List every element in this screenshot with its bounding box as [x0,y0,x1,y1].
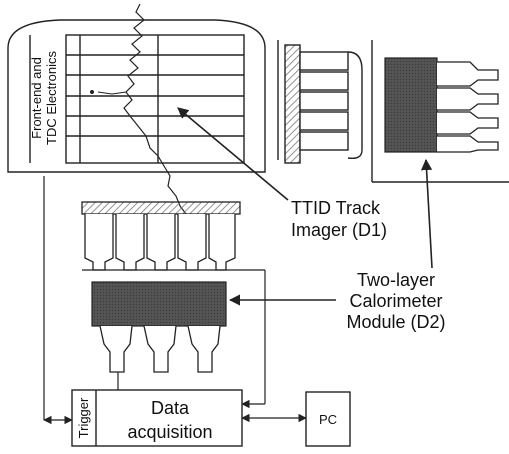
particle-track [123,3,187,215]
hit-point [90,90,94,94]
imager-label-line2: Imager (D1) [291,220,387,240]
side-pmt-tubes [437,61,499,153]
calorimeter-label-line2: Calorimeter [349,291,442,311]
electronics-label-line2: TDC Electronics [44,51,59,145]
calorimeter-label-line3: Module (D2) [346,312,445,332]
daq-label-line2: acquisition [127,422,212,442]
imager-label-line1: TTID Track [291,198,381,218]
side-calorimeter-block [384,57,438,153]
daq-box [71,389,243,447]
side-view-imager [277,40,509,183]
signal-lines [43,176,307,425]
calorimeter-side-pointer-arrow [420,158,433,269]
front-view-enclosure [7,19,266,173]
trigger-label: Trigger [76,397,91,438]
electronics-label-line1: Front-end and [29,57,44,139]
front-pmt-tubes [99,325,221,373]
front-calorimeter-block [91,281,227,327]
lower-frame [82,269,266,380]
calorimeter-label-line1: Two-layer [357,270,435,290]
daq-label-line1: Data [151,398,190,418]
track-imager-grid [65,34,245,164]
imager-tubes-front [84,214,236,271]
absorber-plate [81,201,241,215]
pc-box [305,391,351,447]
imager-pointer-arrow [177,107,289,201]
track-branch [97,91,127,95]
pc-label: PC [319,412,337,427]
